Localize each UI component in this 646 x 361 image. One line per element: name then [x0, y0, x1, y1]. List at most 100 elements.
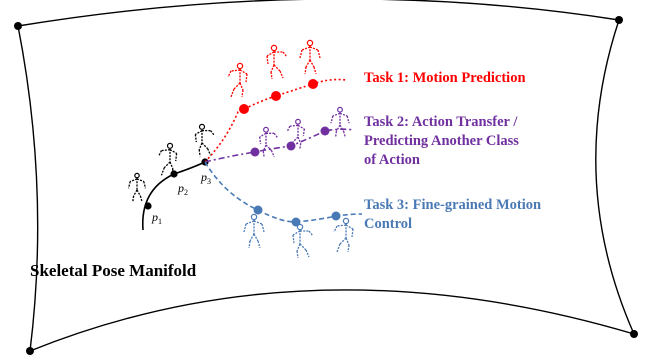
skeleton-bone — [308, 230, 314, 237]
skeleton-head — [295, 118, 301, 125]
skeleton-figure-icon — [333, 217, 354, 253]
trajectory-point-icon — [320, 126, 330, 136]
skeleton-bone — [261, 223, 265, 233]
skeleton-head — [198, 123, 206, 130]
skeleton-bone — [305, 249, 310, 258]
skeleton-figure-icon — [243, 213, 265, 249]
skeleton-bone — [347, 244, 350, 253]
trajectory-point-icon — [271, 91, 281, 101]
skeleton-bone — [259, 132, 267, 138]
skeleton-head — [166, 142, 174, 149]
skeleton-figure-icon — [227, 62, 248, 98]
skeleton-bone — [270, 71, 273, 80]
skeleton-bone — [239, 69, 248, 75]
skeleton-head — [250, 213, 258, 221]
skeleton-bone — [270, 150, 275, 157]
skeleton-figure-icon — [194, 123, 215, 157]
skeleton-bone — [273, 132, 279, 139]
skeleton-bone — [243, 223, 247, 233]
skeleton-bone — [345, 224, 354, 230]
skeleton-bone — [127, 181, 131, 189]
skeleton-bone — [132, 195, 135, 202]
skeleton-bone — [253, 220, 263, 225]
corner-dot-icon — [26, 347, 34, 355]
skeleton-bone — [279, 70, 284, 79]
skeleton-bone — [301, 46, 311, 51]
skeleton-bone — [309, 46, 319, 51]
skeleton-bone — [330, 115, 334, 124]
skeleton-head — [134, 172, 140, 179]
skeleton-bone — [195, 130, 203, 136]
trajectory-point-icon — [170, 170, 178, 178]
skeleton-bone — [266, 55, 269, 65]
skeleton-bone — [249, 233, 255, 242]
corner-dot-icon — [630, 330, 638, 338]
trajectory-point-icon — [291, 217, 301, 227]
skeleton-bone — [245, 73, 248, 83]
skeleton-bone — [230, 88, 235, 98]
trajectory-point-icon — [331, 211, 341, 221]
trajectory-point-icon — [308, 79, 318, 89]
skeleton-head — [337, 106, 343, 113]
skeleton-figure-icon — [292, 223, 314, 259]
skeleton-figure-icon — [127, 172, 147, 203]
point-label-p1: p1 — [151, 210, 162, 226]
skeleton-bone — [266, 51, 275, 57]
skeleton-bone — [129, 178, 138, 183]
skeleton-bone — [158, 150, 163, 157]
trajectory-point-icon — [144, 202, 152, 210]
skeleton-bone — [339, 237, 347, 245]
skeleton-figure-icon — [330, 106, 350, 138]
skeleton-bone — [317, 49, 321, 59]
skeleton-head — [263, 126, 269, 133]
manifold-outline — [17, 0, 636, 353]
skeleton-bone — [342, 131, 347, 138]
skeleton-bone — [309, 59, 315, 68]
trajectory-point-icon — [253, 205, 263, 215]
skeleton-bone — [336, 243, 341, 253]
skeleton-bone — [334, 131, 338, 138]
corner-dot-icon — [14, 22, 22, 30]
skeleton-bone — [136, 178, 145, 183]
manifold-label: Skeletal Pose Manifold — [30, 261, 197, 280]
skeleton-bone — [198, 149, 201, 157]
skeleton-bone — [332, 112, 341, 117]
skeleton-bone — [289, 142, 294, 150]
task2-trajectory — [204, 128, 355, 163]
skeleton-figures — [127, 39, 354, 259]
corner-dot-icon — [615, 16, 623, 24]
skeleton-bone — [194, 134, 197, 143]
skeleton-bone — [339, 112, 348, 117]
skeleton-figure-icon — [299, 39, 321, 75]
skeleton-bone — [136, 189, 141, 197]
task2-label: Task 2: Action Transfer / Predicting Ano… — [364, 114, 523, 168]
skeleton-bone — [345, 237, 350, 246]
skeleton-bone — [139, 195, 143, 203]
skeleton-head — [236, 62, 244, 70]
skeleton-figure-icon — [286, 118, 305, 150]
skeleton-bone — [163, 161, 171, 169]
skeleton-bone — [253, 233, 259, 242]
skeleton-bone — [241, 89, 244, 98]
skeleton-bone — [299, 49, 303, 59]
skeleton-bone — [133, 189, 138, 197]
skeleton-bone — [265, 144, 272, 151]
skeleton-bone — [245, 220, 255, 225]
skeleton-bone — [169, 149, 177, 155]
skeleton-bone — [248, 240, 251, 249]
trajectory-point-icon — [250, 147, 260, 157]
skeleton-bone — [335, 124, 341, 132]
skeleton-bone — [292, 234, 295, 244]
skeleton-bone — [313, 66, 317, 75]
skeleton-bone — [296, 250, 299, 259]
task1-trajectory — [204, 78, 347, 163]
skeleton-bone — [305, 59, 311, 68]
skeleton-bone — [143, 181, 147, 189]
skeleton-bone — [259, 136, 262, 145]
skeleton-bone — [270, 64, 275, 73]
skeleton-head — [306, 39, 314, 47]
skeleton-bone — [171, 168, 174, 176]
skeleton-head — [296, 223, 304, 231]
skeleton-bone — [169, 161, 174, 169]
